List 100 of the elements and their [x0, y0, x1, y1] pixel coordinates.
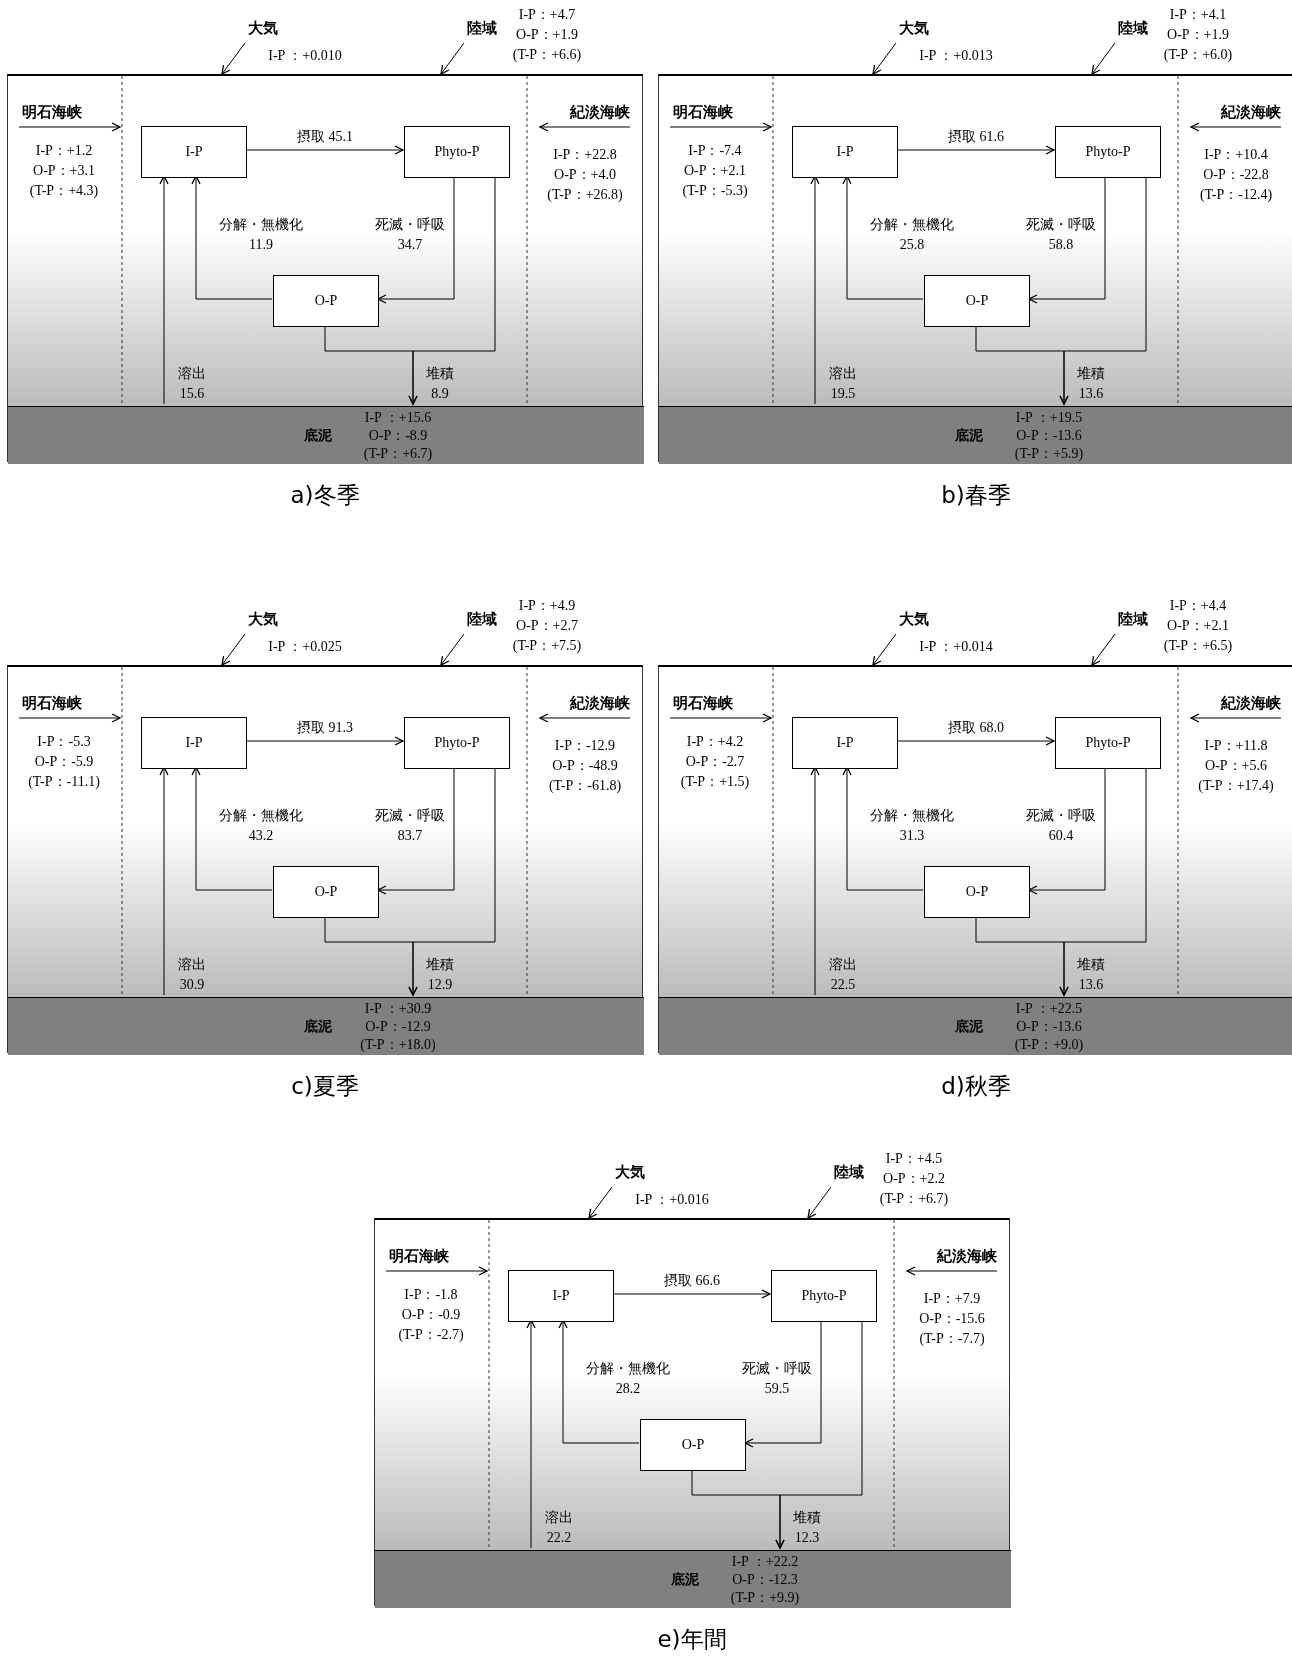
- source-label: 大気: [892, 608, 936, 630]
- band-title: 底泥: [671, 1570, 699, 1589]
- flow-arrow: [377, 175, 455, 304]
- edge-label: 溶出 30.9: [178, 956, 206, 994]
- edge-label: I-P ：+0.025: [268, 638, 342, 656]
- flow-arrow: [1059, 175, 1147, 405]
- process-box: I-P: [792, 126, 898, 178]
- edge-label: I-P：+7.9 O-P：-15.6 (T-P：-7.7): [919, 1290, 985, 1348]
- edge-label: 堆積 12.9: [426, 956, 454, 994]
- flow-arrow: [669, 122, 772, 132]
- source-label: 大気: [241, 608, 285, 630]
- edge-label: I-P：+10.4 O-P：-22.8 (T-P：-12.4): [1199, 146, 1273, 204]
- source-label: 大気: [608, 1161, 652, 1183]
- sediment-band: [8, 997, 644, 1055]
- flow-arrow: [526, 1319, 536, 1549]
- edge-label: 溶出 22.2: [545, 1509, 573, 1547]
- source-label: 陸域: [1111, 17, 1155, 39]
- edge-label: 堆積 13.6: [1077, 365, 1105, 403]
- edge-label: I-P：+4.9 O-P：+2.7 (T-P：+7.5): [512, 597, 582, 655]
- edge-label: 堆積 12.3: [793, 1509, 821, 1547]
- edge-label: I-P：-1.8 O-P：-0.9 (T-P：-2.7): [398, 1286, 464, 1344]
- process-box: I-P: [141, 717, 247, 769]
- process-box: I-P: [508, 1270, 614, 1322]
- edge-label: 堆積 8.9: [426, 365, 454, 403]
- flux-values: I-P ：+19.5 O-P：-13.6 (T-P：+5.9): [1014, 409, 1084, 463]
- edge-label: I-P ：+0.016: [635, 1191, 709, 1209]
- strait-label: 明石海峡: [20, 692, 84, 714]
- sediment-band: [659, 406, 1292, 464]
- flow-arrow: [18, 713, 121, 723]
- band-title: 底泥: [955, 1017, 983, 1036]
- flow-arrow: [385, 1266, 488, 1276]
- process-box: Phyto-P: [1055, 126, 1161, 178]
- flow-arrow: [245, 145, 404, 155]
- panel-caption: a)冬季: [290, 481, 360, 510]
- flow-arrow: [1091, 42, 1116, 75]
- strait-label: 紀淡海峡: [935, 1245, 999, 1267]
- edge-label: I-P：+1.2 O-P：+3.1 (T-P：+4.3): [29, 142, 99, 200]
- flux-values: I-P ：+22.5 O-P：-13.6 (T-P：+9.0): [1014, 1000, 1084, 1054]
- flow-arrow: [1190, 713, 1282, 723]
- flow-arrow: [408, 175, 496, 405]
- edge-label: I-P：-12.9 O-P：-48.9 (T-P：-61.8): [548, 737, 622, 795]
- flow-arrow: [842, 766, 924, 891]
- flow-arrow: [906, 1266, 998, 1276]
- edge-label: 死滅・呼吸 60.4: [1026, 807, 1096, 845]
- edge-label: I-P：+4.2 O-P：-2.7 (T-P：+1.5): [680, 733, 750, 791]
- flow-arrow: [18, 122, 121, 132]
- flow-arrow: [377, 766, 455, 895]
- flux-values: I-P ：+15.6 O-P：-8.9 (T-P：+6.7): [363, 409, 433, 463]
- water-column-panel: [7, 665, 643, 1053]
- edge-label: 摂取 66.6: [664, 1272, 720, 1290]
- process-box: O-P: [273, 275, 379, 327]
- process-box: Phyto-P: [404, 126, 510, 178]
- edge-label: 溶出 19.5: [829, 365, 857, 403]
- edge-label: 分解・無機化 11.9: [219, 216, 303, 254]
- flow-arrow: [807, 1186, 832, 1219]
- strait-label: 明石海峡: [387, 1245, 451, 1267]
- source-label: 陸域: [460, 608, 504, 630]
- flow-arrow: [191, 175, 273, 300]
- edge-label: 分解・無機化 43.2: [219, 807, 303, 845]
- process-box: Phyto-P: [404, 717, 510, 769]
- edge-label: I-P ：+0.014: [919, 638, 993, 656]
- process-box: O-P: [924, 275, 1030, 327]
- edge-label: 摂取 68.0: [948, 719, 1004, 737]
- flux-values: I-P ：+22.2 O-P：-12.3 (T-P：+9.9): [730, 1553, 800, 1607]
- flow-arrow: [221, 633, 246, 666]
- source-label: 大気: [241, 17, 285, 39]
- edge-label: I-P：+22.8 O-P：+4.0 (T-P：+26.8): [547, 146, 623, 204]
- edge-label: 死滅・呼吸 83.7: [375, 807, 445, 845]
- edge-label: I-P ：+0.010: [268, 47, 342, 65]
- sediment-band: [8, 406, 644, 464]
- edge-label: 溶出 15.6: [178, 365, 206, 403]
- source-label: 陸域: [827, 1161, 871, 1183]
- flow-arrow: [744, 1319, 822, 1448]
- edge-label: 摂取 45.1: [297, 128, 353, 146]
- edge-label: 摂取 91.3: [297, 719, 353, 737]
- source-label: 陸域: [1111, 608, 1155, 630]
- source-label: 大気: [892, 17, 936, 39]
- edge-label: 分解・無機化 25.8: [870, 216, 954, 254]
- edge-label: 死滅・呼吸 58.8: [1026, 216, 1096, 254]
- panel-caption: b)春季: [941, 481, 1011, 510]
- flow-arrow: [842, 175, 924, 300]
- edge-label: I-P：+4.7 O-P：+1.9 (T-P：+6.6): [512, 6, 582, 64]
- process-box: Phyto-P: [1055, 717, 1161, 769]
- band-title: 底泥: [304, 1017, 332, 1036]
- edge-label: 摂取 61.6: [948, 128, 1004, 146]
- edge-label: I-P：-5.3 O-P：-5.9 (T-P：-11.1): [28, 733, 100, 791]
- edge-label: 死滅・呼吸 59.5: [742, 1360, 812, 1398]
- flow-arrow: [440, 633, 465, 666]
- flow-arrow: [669, 713, 772, 723]
- flow-arrow: [539, 713, 631, 723]
- flow-arrow: [440, 42, 465, 75]
- flow-arrow: [775, 1319, 863, 1549]
- sediment-band: [659, 997, 1292, 1055]
- edge-label: I-P：+4.5 O-P：+2.2 (T-P：+6.7): [879, 1150, 949, 1208]
- edge-label: I-P：+11.8 O-P：+5.6 (T-P：+17.4): [1198, 737, 1274, 795]
- water-column-panel: [7, 74, 643, 462]
- strait-label: 紀淡海峡: [1219, 101, 1283, 123]
- edge-label: 死滅・呼吸 34.7: [375, 216, 445, 254]
- flow-arrow: [1091, 633, 1116, 666]
- process-box: O-P: [640, 1419, 746, 1471]
